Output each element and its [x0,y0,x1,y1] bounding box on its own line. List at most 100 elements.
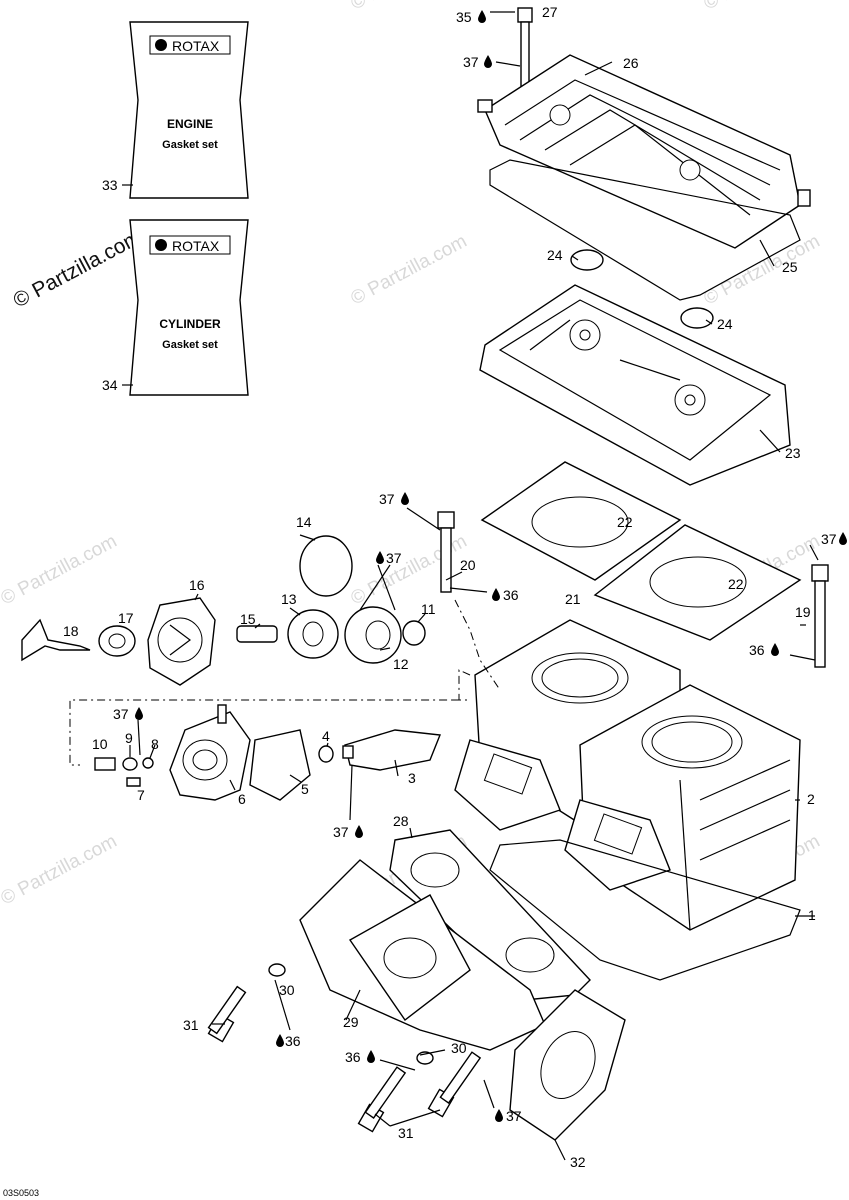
svg-text:36: 36 [285,1033,301,1049]
part-4-oring [318,745,334,763]
svg-text:37: 37 [463,54,479,70]
rotax-logo-icon [149,35,231,55]
svg-text:19: 19 [795,604,811,620]
svg-text:31: 31 [398,1125,414,1141]
svg-text:© Partzilla.com: © Partzilla.com [700,0,823,14]
part-7-screw [126,777,141,787]
part-12-seal [344,606,402,664]
callouts: 1 2 3 4 5 6 7 8 9 10 11 12 13 14 15 16 1… [63,4,837,1170]
liquid-drop-icon [771,643,779,656]
svg-text:© Partzilla.com: © Partzilla.com [347,231,470,310]
svg-text:10: 10 [92,736,108,752]
liquid-drop-icon [401,492,409,505]
svg-text:3: 3 [408,770,416,786]
part-25-gasket [489,159,801,301]
svg-text:13: 13 [281,591,297,607]
part-26-head-cover [477,54,811,249]
rotax-logo-icon [149,235,231,255]
svg-text:20: 20 [460,557,476,573]
liquid-drop-icon [355,825,363,838]
part-11-oring [402,620,426,646]
svg-text:35: 35 [456,9,472,25]
liquid-drop-icon [484,55,492,68]
svg-text:2: 2 [807,791,815,807]
part-31-bolt [357,1066,407,1133]
svg-text:24: 24 [717,316,733,332]
svg-text:29: 29 [343,1014,359,1030]
svg-text:16: 16 [189,577,205,593]
svg-text:6: 6 [238,791,246,807]
svg-text:37: 37 [379,491,395,507]
svg-text:37: 37 [333,824,349,840]
part-22-oring [531,496,629,548]
part-8-washer [142,757,154,769]
callout-34: 34 [102,377,118,393]
svg-text:23: 23 [785,445,801,461]
svg-text:© Partzilla.com: © Partzilla.com [347,0,470,14]
svg-text:37: 37 [506,1108,522,1124]
part-24-oring [570,249,604,271]
svg-text:15: 15 [240,611,256,627]
svg-text:30: 30 [451,1040,467,1056]
part-10-spring [94,757,116,771]
connection-lines [69,599,501,766]
svg-text:14: 14 [296,514,312,530]
part-31-bolt [427,1051,482,1118]
svg-text:9: 9 [125,730,133,746]
callout-33: 33 [102,177,118,193]
part-31-bolt [207,985,247,1043]
part-24-oring [680,307,714,329]
svg-text:12: 12 [393,656,409,672]
svg-text:26: 26 [623,55,639,71]
part-3-fitting [342,729,441,771]
liquid-drop-icon [478,10,486,23]
part-22-oring [649,556,747,608]
part-19-bolt [811,564,829,668]
svg-text:Gasket set: Gasket set [162,339,218,351]
part-30-washer [268,963,286,977]
liquid-drop-icon [495,1109,503,1122]
svg-text:© Partzilla.com: © Partzilla.com [0,531,120,610]
svg-text:© Partzilla.com: © Partzilla.com [0,831,120,910]
svg-text:© Partzilla.com: © Partzilla.com [347,531,470,610]
svg-text:17: 17 [118,610,134,626]
liquid-drop-icon [276,1034,284,1047]
partzilla-watermark: © Partzilla.com [10,226,146,313]
part-15-spring [236,625,278,643]
part-6-housing [169,704,251,801]
part-17-plug [98,625,136,657]
svg-text:22: 22 [728,576,744,592]
svg-text:27: 27 [542,4,558,20]
part-29-exhaust-manifold [299,859,546,1051]
figure-code: 03S0503 [3,1188,39,1198]
part-9-washer [122,757,138,771]
part-14-oring [299,535,353,597]
part-13-valve [287,609,339,659]
leader-lines [129,11,819,1161]
part-18-clip [21,618,91,662]
part-16-cover [147,597,216,686]
svg-text:8: 8 [151,736,159,752]
liquid-drop-icon [492,588,500,601]
svg-text:36: 36 [345,1049,361,1065]
svg-text:CYLINDER: CYLINDER [159,317,221,331]
part-23-cylinder-head [479,284,791,486]
part-2-cylinder [454,619,801,931]
svg-text:1: 1 [808,907,816,923]
svg-text:31: 31 [183,1017,199,1033]
liquid-drop-icon [839,532,847,545]
svg-text:37: 37 [821,531,837,547]
liquid-drop-icon [135,707,143,720]
engine-gasket-set-packet: ROTAX ENGINE Gasket set [129,21,249,199]
svg-text:ROTAX: ROTAX [172,38,220,54]
svg-text:25: 25 [782,259,798,275]
svg-text:Gasket set: Gasket set [162,139,218,151]
svg-text:ROTAX: ROTAX [172,238,220,254]
svg-text:22: 22 [617,514,633,530]
svg-text:ENGINE: ENGINE [167,117,213,131]
svg-text:37: 37 [386,550,402,566]
svg-text:28: 28 [393,813,409,829]
svg-text:4: 4 [322,728,330,744]
svg-text:5: 5 [301,781,309,797]
